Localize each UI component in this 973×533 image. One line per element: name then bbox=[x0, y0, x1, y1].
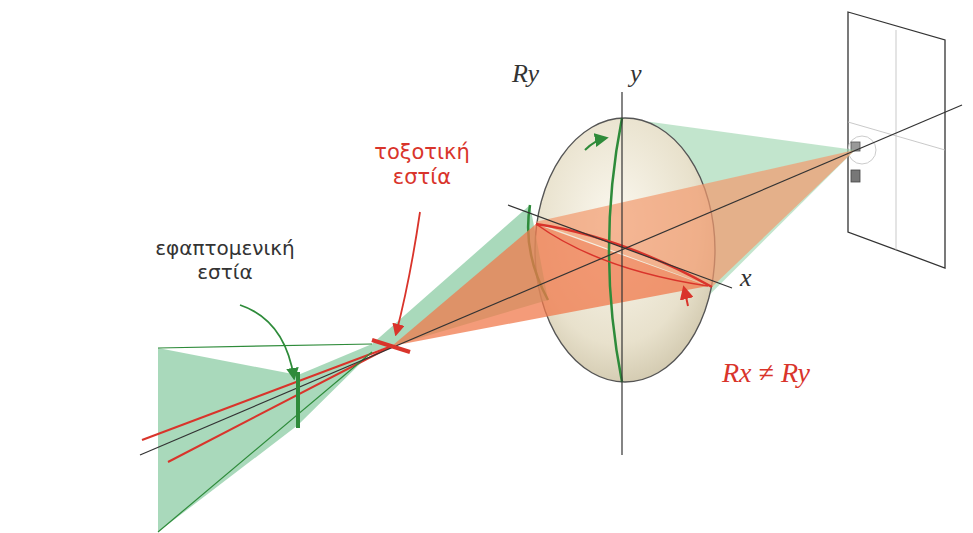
focus-label: εφαπτομενική εστία bbox=[148, 236, 302, 284]
axis-label: x bbox=[740, 262, 770, 293]
leader-arrow bbox=[396, 212, 420, 334]
radius-label: Ry bbox=[512, 58, 562, 89]
y-axis bbox=[621, 92, 622, 455]
screen bbox=[848, 12, 945, 268]
radius-inequality: Rx ≠ Ry bbox=[722, 356, 922, 390]
tangential-focus bbox=[296, 372, 300, 428]
horizontal-meridian bbox=[536, 224, 712, 287]
focus-label: τοξοτική εστία bbox=[362, 140, 482, 190]
sagittal-focus bbox=[372, 340, 410, 352]
optical-axis bbox=[140, 105, 962, 455]
axis-label: y bbox=[630, 58, 660, 89]
leader-arrow bbox=[240, 305, 294, 378]
